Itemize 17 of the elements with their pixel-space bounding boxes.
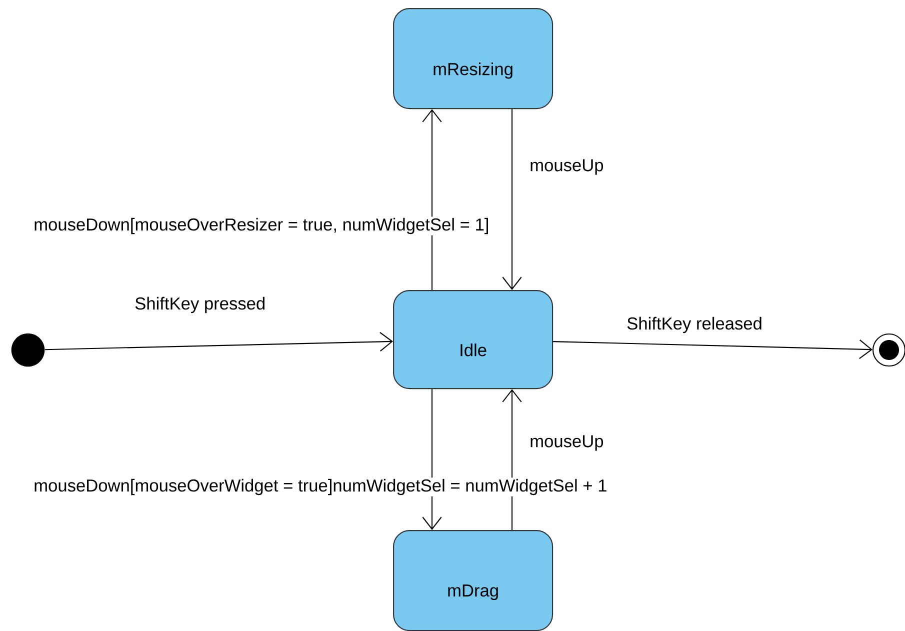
state-box: mDrag: [393, 530, 554, 631]
edge-label: ShiftKey released: [625, 316, 764, 334]
state-box: Idle: [393, 290, 554, 390]
transition-arrow: [502, 389, 522, 530]
edge-label: mouseUp: [528, 434, 606, 452]
final-state: [872, 333, 905, 367]
transition-arrow: [422, 109, 442, 290]
edge-label: mouseUp: [528, 158, 606, 176]
edge-label: mouseDown[mouseOverResizer = true, numWidgetSel = 1]: [32, 216, 491, 236]
transition-arrow: [44, 332, 393, 352]
transition-arrow: [502, 109, 522, 290]
state-box: mResizing: [393, 8, 554, 110]
transition-arrow: [422, 389, 442, 530]
edge-label: ShiftKey pressed: [133, 296, 267, 314]
edge-label: mouseDown[mouseOverWidget = true]numWidgetSel = numWidgetSel + 1: [32, 478, 609, 496]
initial-state: [11, 333, 45, 367]
transition-arrow: [553, 340, 872, 360]
